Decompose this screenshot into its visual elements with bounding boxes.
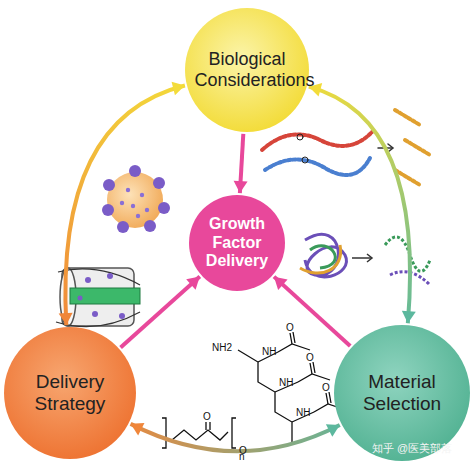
connector-arrow bbox=[65, 86, 185, 326]
chemical-structure bbox=[162, 332, 346, 448]
arrow-head bbox=[131, 423, 145, 435]
atom-label: n bbox=[239, 452, 245, 462]
arrow-head bbox=[274, 277, 288, 290]
scaffold-cylinder bbox=[56, 268, 140, 327]
atom-label: NH bbox=[279, 378, 293, 388]
atom-label: NH bbox=[262, 347, 276, 357]
topic-circle: Delivery Strategy bbox=[4, 327, 136, 459]
nanoparticle bbox=[102, 165, 170, 233]
arrow-head bbox=[172, 82, 185, 96]
connector-arrow bbox=[274, 277, 350, 346]
topic-circle: Material Selection bbox=[334, 325, 470, 461]
arrow-head bbox=[309, 83, 322, 97]
atom-label: NH bbox=[296, 408, 310, 418]
atom-label: O bbox=[322, 383, 330, 393]
arrow-head bbox=[186, 276, 200, 289]
atom-label: O bbox=[306, 353, 314, 363]
atom-label: O bbox=[203, 412, 211, 422]
node-label: Material Selection bbox=[344, 371, 460, 415]
arrow-head bbox=[326, 424, 340, 436]
node-label: Biological Considerations bbox=[195, 49, 300, 90]
peptide-strands bbox=[262, 110, 430, 185]
node-label: Growth Factor Delivery bbox=[196, 215, 278, 270]
connector-arrow bbox=[121, 276, 200, 347]
connector-arrow bbox=[131, 424, 340, 451]
connector-arrow bbox=[309, 87, 410, 324]
topic-circle: Biological Considerations bbox=[185, 8, 309, 132]
central-circle: Growth Factor Delivery bbox=[189, 195, 285, 291]
watermark: 知乎 @医美部落 bbox=[372, 443, 452, 454]
atom-label: O bbox=[286, 323, 294, 333]
arrow-head bbox=[59, 313, 73, 325]
arrow-head bbox=[402, 311, 416, 324]
arrow-head bbox=[234, 181, 248, 193]
node-label: Delivery Strategy bbox=[14, 371, 126, 415]
atom-label: NH2 bbox=[212, 343, 232, 353]
